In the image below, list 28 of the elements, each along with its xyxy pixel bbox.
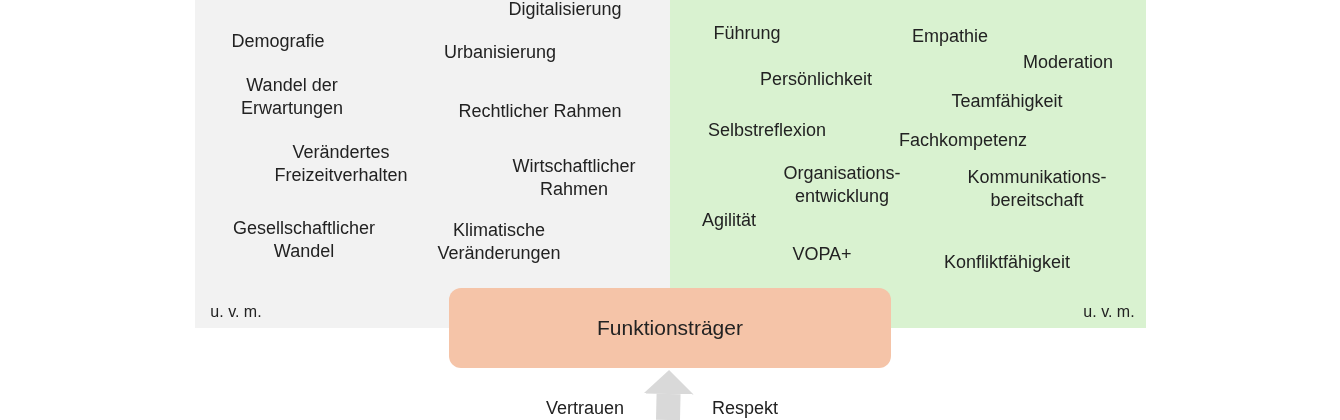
keyword-label: Konfliktfähigkeit	[943, 250, 1071, 274]
more-note: u. v. m.	[1083, 301, 1135, 322]
keyword-label: Rechtlicher Rahmen	[458, 99, 622, 123]
role-box	[449, 288, 891, 368]
keyword-label: Verändertes Freizeitverhalten	[273, 141, 409, 187]
keyword-label: Wirtschaftlicher Rahmen	[511, 155, 637, 201]
keyword-label: VOPA+	[792, 242, 852, 266]
keyword-label: Moderation	[1022, 50, 1114, 74]
keyword-label: Selbstreflexion	[707, 118, 827, 142]
keyword-label: Wandel der Erwartungen	[239, 74, 345, 120]
keyword-label: Organisations- entwicklung	[782, 162, 902, 208]
keyword-label: Agilität	[702, 208, 756, 232]
arrow-label: Respekt	[712, 398, 778, 418]
keyword-label: Klimatische Veränderungen	[436, 219, 562, 265]
keyword-label: Kommunikations- bereitschaft	[966, 166, 1108, 212]
keyword-label: Empathie	[912, 24, 988, 48]
keyword-label: Fachkompetenz	[898, 128, 1028, 152]
keyword-label: Gesellschaftlicher Wandel	[231, 217, 377, 263]
keyword-label: Demografie	[231, 29, 325, 53]
role-label: Funktionsträger	[597, 316, 743, 340]
keyword-label: Teamfähigkeit	[951, 89, 1063, 113]
more-note: u. v. m.	[210, 301, 262, 322]
keyword-label: Urbanisierung	[443, 40, 557, 64]
block-arrow	[643, 370, 694, 420]
keyword-label: Führung	[713, 21, 781, 45]
keyword-label: Digitalisierung	[508, 0, 622, 21]
keyword-label: Persönlichkeit	[759, 67, 873, 91]
arrow-label: Vertrauen	[545, 398, 625, 418]
